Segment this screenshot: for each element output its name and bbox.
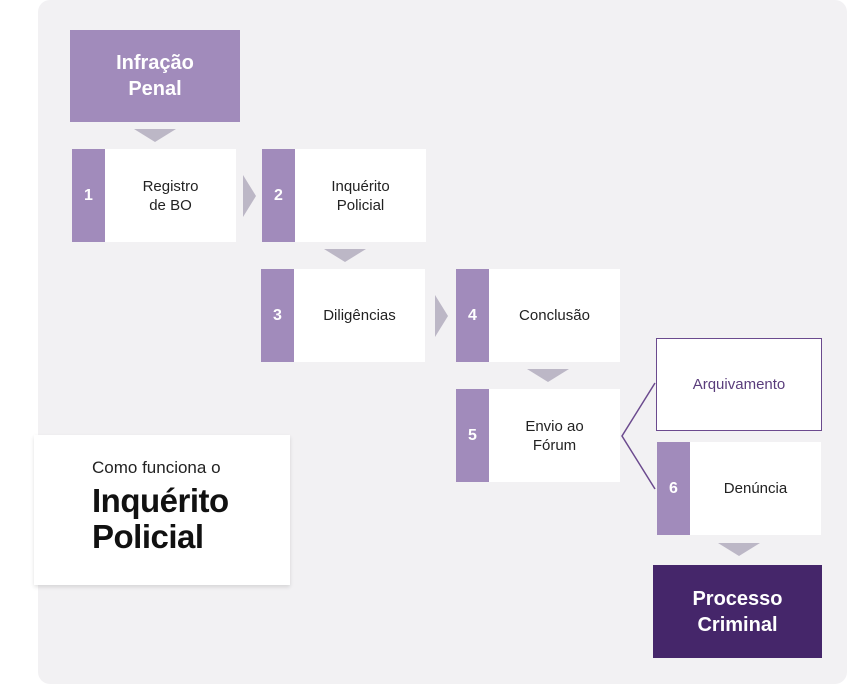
step-2-box: 2 Inquérito Policial (262, 149, 426, 242)
step-3-box: 3 Diligências (261, 269, 425, 362)
arquivamento-label: Arquivamento (692, 376, 786, 393)
end-label: Processo Criminal (692, 587, 783, 636)
caption-title: Inquérito Policial (92, 482, 229, 555)
arrow-down-2 (324, 249, 366, 262)
arrow-right-2 (435, 295, 448, 337)
step-4-number: 4 (456, 269, 489, 362)
start-label: Infração Penal (116, 52, 194, 100)
arquivamento-box: Arquivamento (656, 338, 822, 431)
step-3-label: Diligências (323, 307, 396, 324)
step-5-number: 5 (456, 389, 489, 482)
step-2-label: Inquérito Policial (331, 177, 390, 214)
step-4-label: Conclusão (519, 307, 590, 324)
step-5-label: Envio ao Fórum (525, 417, 584, 454)
step-4-box: 4 Conclusão (456, 269, 620, 362)
arrow-down-3 (527, 369, 569, 382)
step-1-label: Registro de BO (142, 177, 199, 214)
end-box-processo-criminal: Processo Criminal (653, 565, 822, 658)
arrow-right-1 (243, 175, 256, 217)
step-1-number: 1 (72, 149, 105, 242)
arrow-down-1 (134, 129, 176, 142)
step-6-label: Denúncia (723, 480, 788, 497)
arrow-down-4 (718, 543, 760, 556)
step-6-box: 6 Denúncia (657, 442, 821, 535)
caption-card: Como funciona o Inquérito Policial (34, 435, 290, 585)
step-2-number: 2 (262, 149, 295, 242)
start-box-infracao-penal: Infração Penal (70, 30, 240, 122)
step-3-number: 3 (261, 269, 294, 362)
step-5-box: 5 Envio ao Fórum (456, 389, 620, 482)
caption-intro: Como funciona o (92, 458, 221, 477)
step-6-number: 6 (657, 442, 690, 535)
step-1-box: 1 Registro de BO (72, 149, 236, 242)
